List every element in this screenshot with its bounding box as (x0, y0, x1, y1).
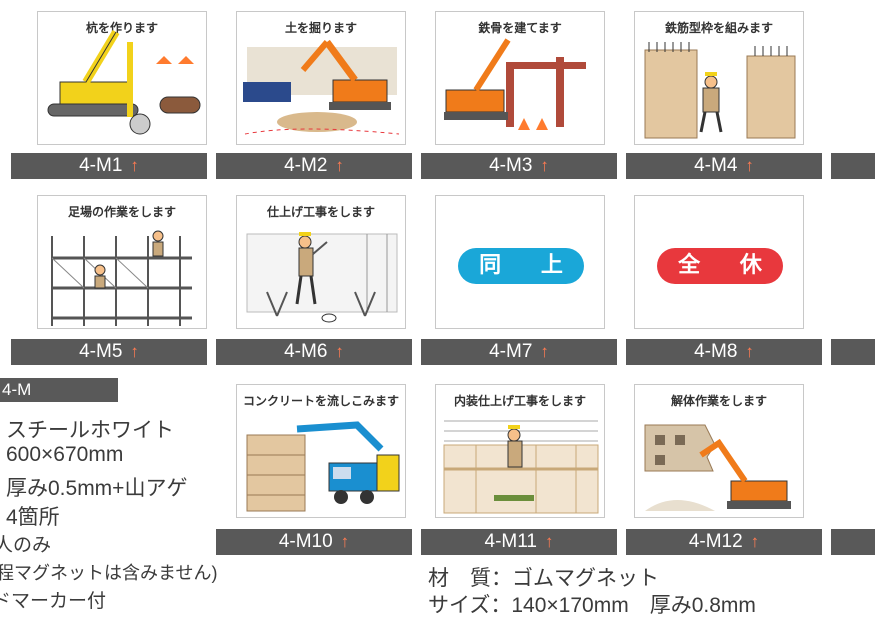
up-arrow-icon: ↑ (130, 342, 139, 361)
sign-card-m11: 内装仕上げ工事をします (435, 384, 605, 518)
interior-finish-illustration (443, 420, 599, 514)
sign-card-m8: 全 休 (634, 195, 804, 329)
sign-card-m12: 解体作業をします (634, 384, 804, 518)
magnet-material: 材 質：ゴムマグネット (428, 567, 659, 590)
demolition-illustration (644, 424, 791, 511)
spec-note-a: 人のみ (0, 535, 52, 556)
finishing-work-illustration (246, 232, 398, 323)
up-arrow-icon: ↑ (745, 156, 754, 175)
up-arrow-icon: ↑ (540, 342, 549, 361)
sign-card-m1: 杭を作ります (37, 11, 207, 145)
sign-card-m3: 鉄骨を建てます (435, 11, 605, 145)
sign-label-m7: 4-M7↑ (421, 339, 617, 365)
sign-label-partial (831, 529, 875, 555)
spec-size: 600×670mm (6, 443, 124, 466)
sign-card-m5: 足場の作業をします (37, 195, 207, 329)
sign-label-m2: 4-M2↑ (216, 153, 412, 179)
card-title: 鉄筋型枠を組みます (664, 21, 773, 35)
same-as-above-badge: 同 上 (458, 248, 584, 284)
up-arrow-icon: ↑ (335, 156, 344, 175)
card-title: 鉄骨を建てます (478, 21, 562, 35)
up-arrow-icon: ↑ (340, 532, 350, 551)
sign-card-m4: 鉄筋型枠を組みます (634, 11, 804, 145)
scaffold-illustration (51, 230, 192, 326)
spec-note-c: ドマーカー付 (0, 591, 107, 612)
sign-card-m10: コンクリートを流しこみます (236, 384, 406, 518)
card-title: 仕上げ工事をします (266, 205, 375, 219)
spec-note-b: 程マグネットは含みません) (0, 563, 218, 583)
spec-material: スチールホワイト (6, 419, 174, 442)
pile-driver-illustration (47, 29, 201, 135)
sign-label-m8: 4-M8↑ (626, 339, 822, 365)
sign-label-m1: 4-M1↑ (11, 153, 207, 179)
sign-label-partial (831, 339, 875, 365)
full-holiday-badge: 全 休 (657, 248, 783, 284)
concrete-pour-illustration (246, 421, 400, 512)
sign-label-m11: 4-M11↑ (421, 529, 617, 555)
up-arrow-icon: ↑ (540, 156, 549, 175)
sign-label-m10: 4-M10↑ (216, 529, 412, 555)
sign-card-m2: 土を掘ります (236, 11, 406, 145)
spec-count: 4箇所 (6, 506, 60, 529)
up-arrow-icon: ↑ (130, 156, 139, 175)
sign-card-m6: 仕上げ工事をします (236, 195, 406, 329)
sign-label-m6: 4-M6↑ (216, 339, 412, 365)
spec-thickness: 厚み0.5mm+山アゲ (6, 477, 188, 500)
rebar-formwork-illustration (644, 42, 796, 139)
sign-label-m4: 4-M4↑ (626, 153, 822, 179)
excavator-illustration (243, 39, 400, 135)
card-title: 解体作業をします (670, 394, 767, 408)
card-title: 内装仕上げ工事をします (453, 394, 586, 408)
steel-frame-illustration (444, 38, 586, 130)
spec-code: 4-M (0, 378, 118, 402)
card-title: 足場の作業をします (67, 205, 176, 219)
card-title: コンクリートを流しこみます (242, 394, 399, 408)
card-title: 杭を作ります (85, 21, 158, 35)
card-title: 土を掘ります (284, 21, 357, 35)
sign-card-m7: 同 上 (435, 195, 605, 329)
up-arrow-icon: ↑ (745, 342, 754, 361)
up-arrow-icon: ↑ (335, 342, 344, 361)
sign-label-m12: 4-M12↑ (626, 529, 822, 555)
sign-label-m5: 4-M5↑ (11, 339, 207, 365)
magnet-size: サイズ：140×170mm 厚み0.8mm (428, 594, 756, 617)
up-arrow-icon: ↑ (750, 532, 760, 551)
sign-label-partial (831, 153, 875, 179)
sign-label-m3: 4-M3↑ (421, 153, 617, 179)
up-arrow-icon: ↑ (544, 532, 554, 551)
